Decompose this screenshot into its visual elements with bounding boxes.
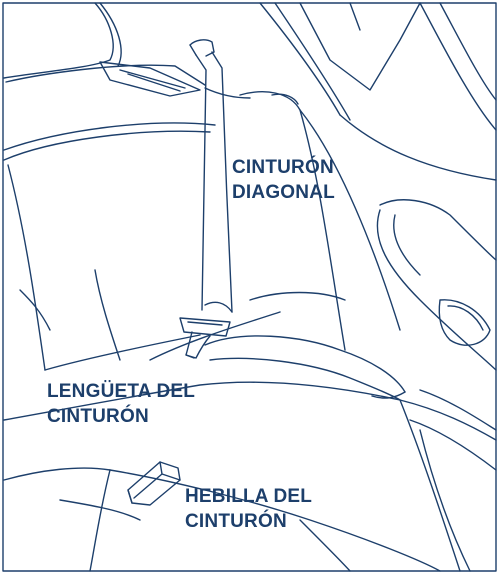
belt-tongue-plate bbox=[179, 317, 231, 359]
seat-cushion bbox=[3, 381, 497, 572]
belt-tongue-label: LENGÜETA DEL CINTURÓN bbox=[47, 379, 195, 429]
diagonal-belt-strap bbox=[189, 39, 233, 313]
belt-buckle-label: HEBILLA DEL CINTURÓN bbox=[185, 484, 312, 534]
belt-buckle bbox=[127, 461, 181, 506]
parcel-shelf bbox=[3, 2, 251, 99]
seat-back-left bbox=[3, 122, 216, 371]
belt-buckle-label-line2: CINTURÓN bbox=[185, 511, 287, 532]
belt-tongue-label-line2: CINTURÓN bbox=[47, 406, 149, 427]
diagonal-belt-label-line2: DIAGONAL bbox=[232, 182, 335, 203]
belt-tongue-label-line1: LENGÜETA DEL bbox=[47, 381, 196, 402]
diagonal-belt-label: CINTURÓN DIAGONAL bbox=[232, 155, 335, 205]
seat-back-right bbox=[149, 91, 401, 361]
lap-belt-strap bbox=[204, 335, 406, 401]
diagonal-belt-label-line1: CINTURÓN bbox=[232, 157, 334, 178]
frame-border bbox=[2, 2, 497, 572]
door-panel bbox=[259, 2, 497, 471]
belt-buckle-label-line1: HEBILLA DEL bbox=[185, 486, 313, 507]
